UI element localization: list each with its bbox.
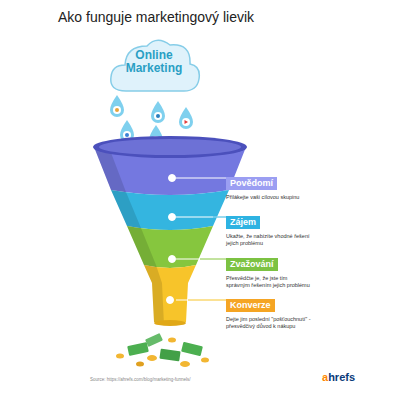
coin [180, 361, 190, 367]
stage-description: Dejte jim poslední "pošťouchnutí" - přes… [226, 316, 312, 330]
leader-dot [167, 297, 174, 304]
stage-description: Ukažte, že nabízíte vhodné řešení jejich… [226, 233, 312, 247]
funnel-spout [154, 320, 186, 326]
funnel [93, 136, 247, 326]
money-pile [116, 333, 209, 367]
coin [168, 338, 176, 343]
leader-lines [167, 175, 233, 304]
leader-line [176, 178, 226, 179]
diagram-title: Ako funguje marketingový lievik [58, 9, 254, 25]
coin [147, 355, 157, 361]
leader-line [176, 259, 226, 260]
leader-line [176, 300, 226, 301]
stage-heading: Povědomí [226, 177, 277, 190]
drop-shape [110, 95, 124, 117]
leader-dot [169, 214, 176, 221]
stage-heading: Zájem [226, 216, 260, 229]
leader-line [176, 217, 226, 218]
stage-label: KonverzeDejte jim poslední "pošťouchnutí… [226, 294, 346, 330]
leader-line [188, 300, 226, 301]
stage-description: Přilákejte vaši cílovou skupinu [226, 194, 312, 201]
drop-icon [154, 112, 162, 120]
banknote [159, 349, 180, 362]
drop-icon [115, 108, 119, 112]
drop-shape [179, 107, 193, 129]
drop-icon [182, 118, 190, 126]
drop-icon [125, 133, 129, 137]
stage-heading: Konverze [226, 299, 275, 312]
drop-icon [185, 120, 189, 124]
source-note: Source: https://ahrefs.com/blog/marketin… [90, 377, 191, 382]
funnel-opening [99, 139, 241, 155]
leader-dot [169, 256, 176, 263]
drop-icon [156, 114, 160, 118]
drop-shape [151, 101, 165, 123]
stage-heading: Zvažování [226, 258, 278, 271]
leader-line [200, 259, 226, 260]
leader-dot [169, 175, 176, 182]
drop [110, 95, 124, 117]
stage-label: PovědomíPřilákejte vaši cílovou skupinu [226, 172, 346, 201]
coin [116, 354, 124, 359]
coin [201, 358, 209, 363]
stage-label: ZájemUkažte, že nabízíte vhodné řešení j… [226, 211, 346, 247]
stage-description: Přesvědčte je, že jste tím správným řeše… [226, 275, 312, 289]
leader-line [213, 217, 226, 218]
funnel-shadow [94, 147, 164, 325]
cloud-label: Online Marketing [123, 49, 185, 75]
brand-logo: ahrefs [322, 371, 355, 383]
drop-icon [113, 106, 121, 114]
drop [179, 107, 193, 129]
cloud-shape: Online Marketing [106, 34, 202, 96]
funnel-rim [93, 136, 247, 158]
banknote [181, 342, 203, 357]
stage-label: ZvažováníPřesvědčte je, že jste tím sprá… [226, 253, 346, 289]
coin [136, 362, 144, 367]
cloud-outline [111, 40, 200, 91]
drop [151, 101, 165, 123]
banknote [127, 342, 149, 356]
banknote [145, 333, 163, 347]
